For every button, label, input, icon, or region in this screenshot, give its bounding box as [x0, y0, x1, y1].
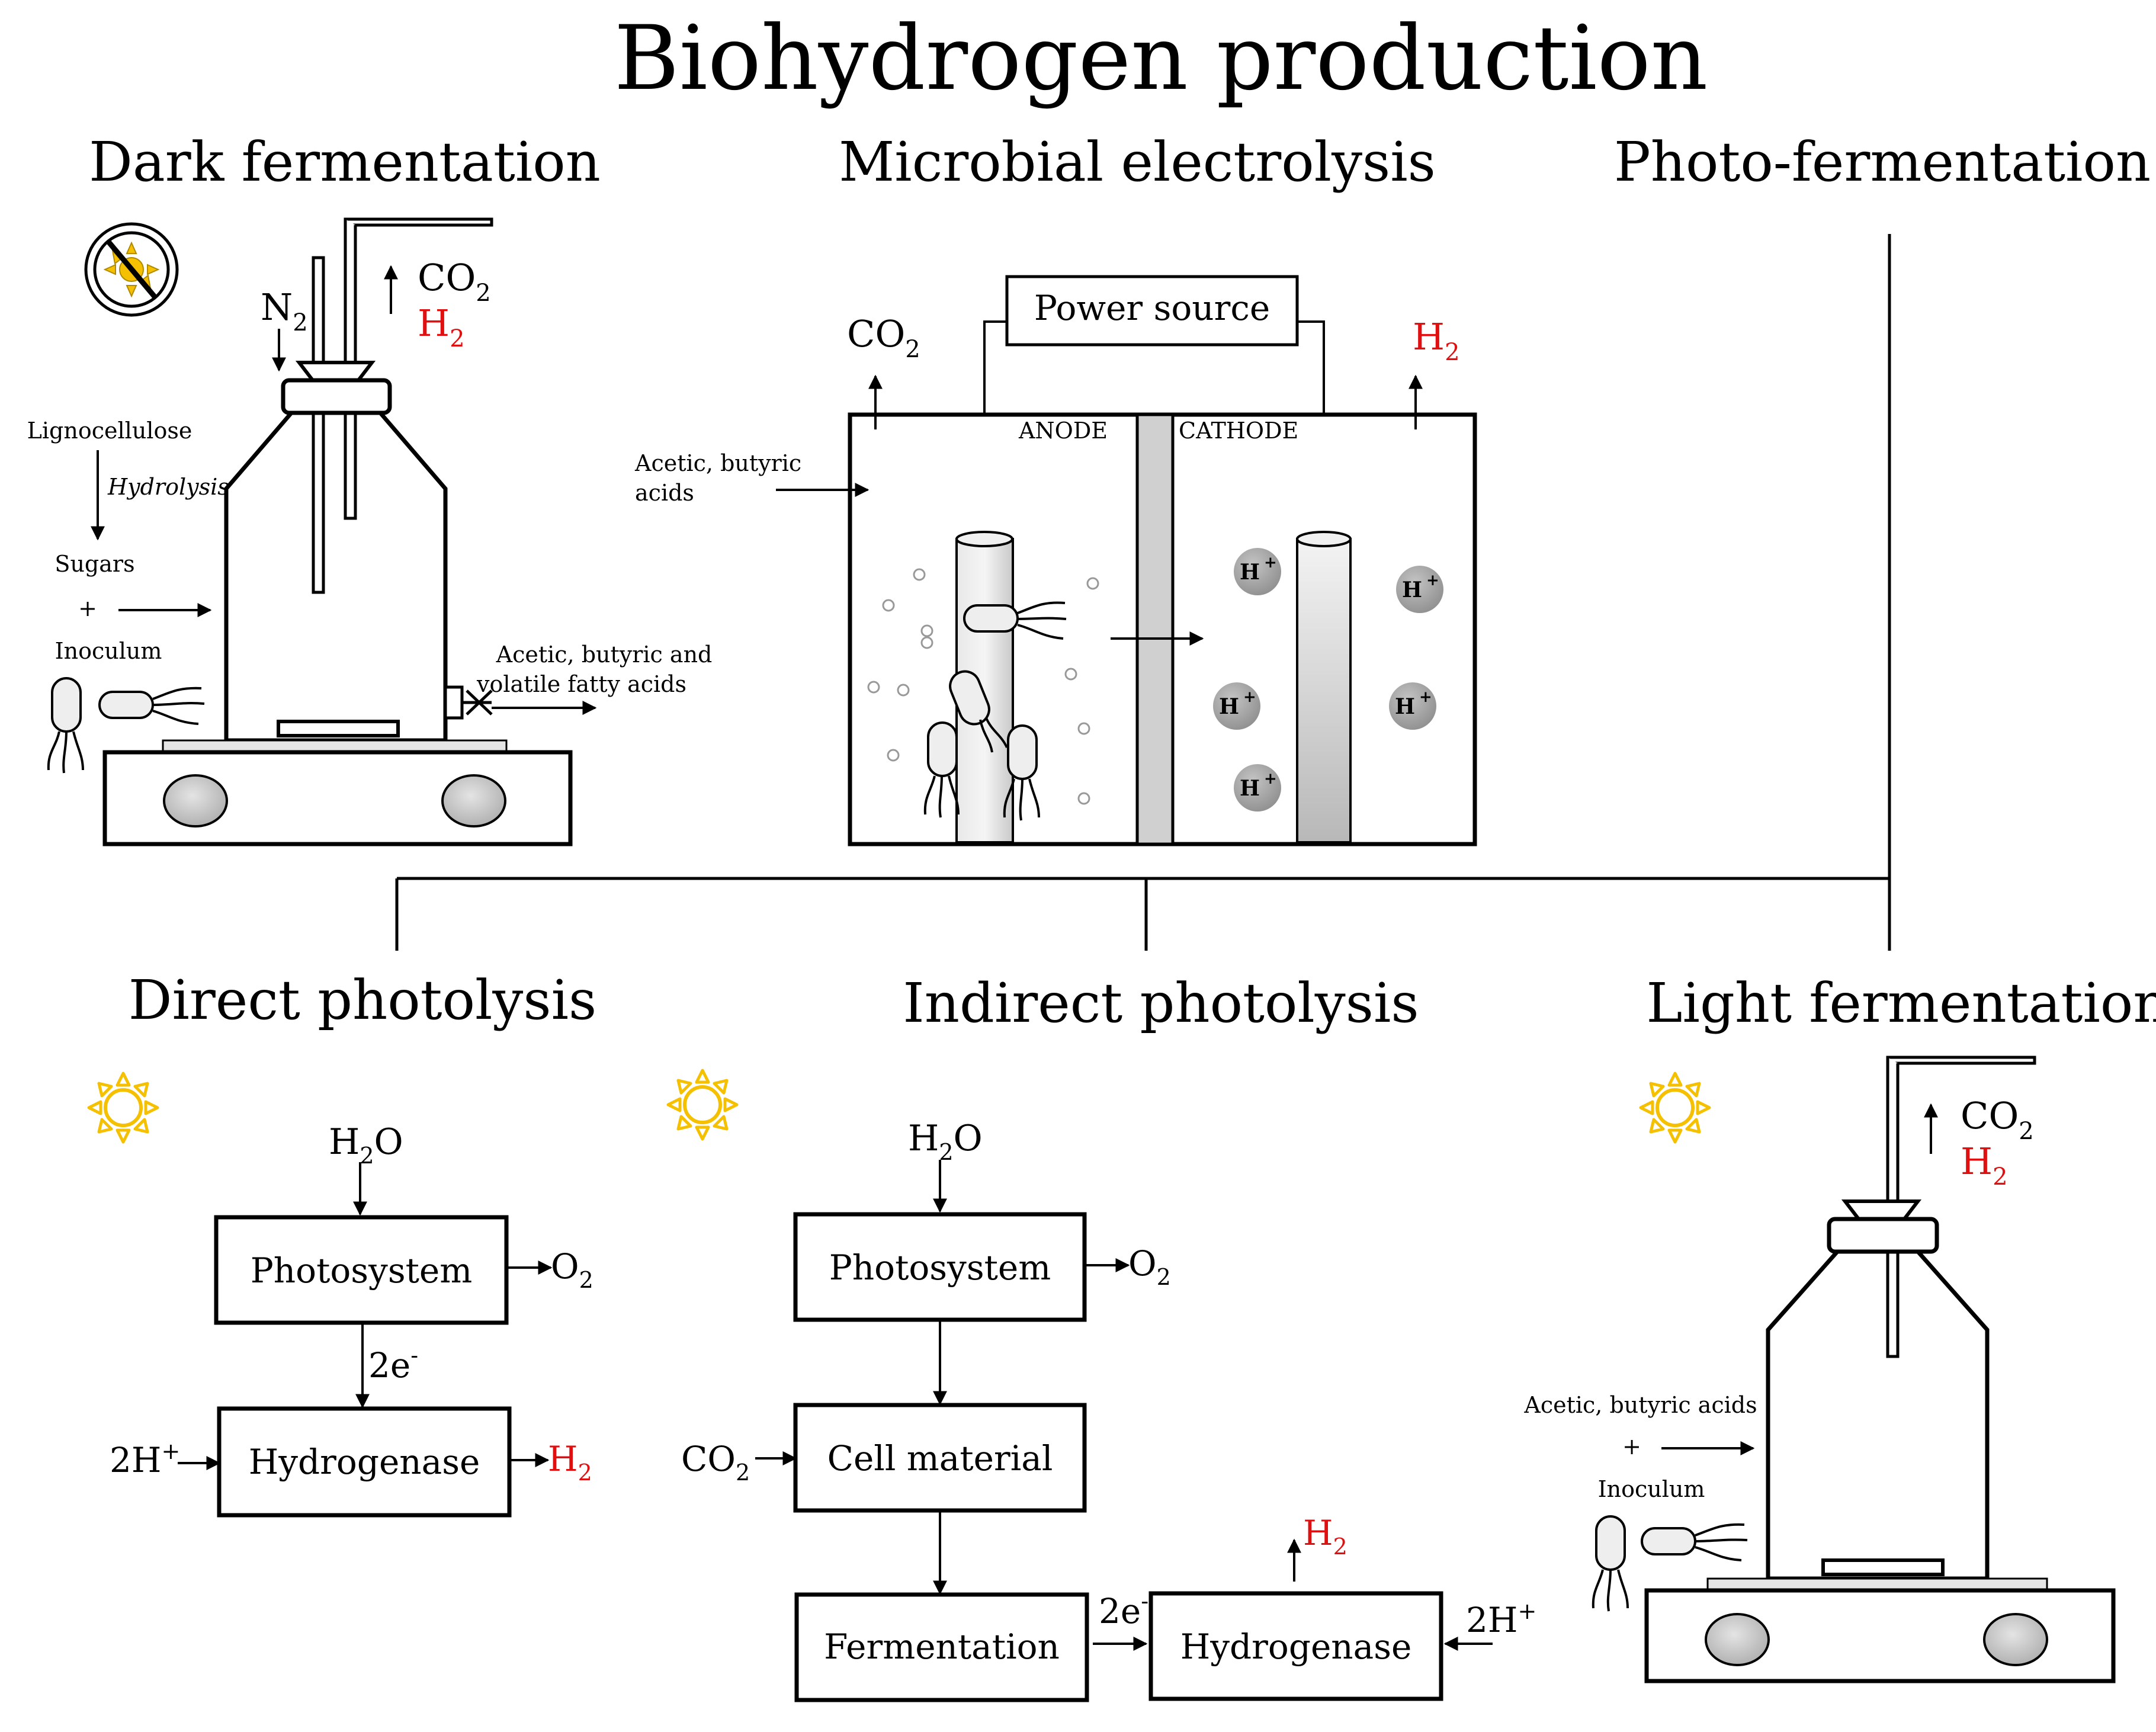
electrons-label: 2e- — [368, 1342, 418, 1385]
hydrogenase-label: Hydrogenase — [1180, 1627, 1412, 1667]
o2-label: O2 — [1128, 1243, 1171, 1290]
dark-fermentation-panel: N2 CO2 H2 Lignocellulose Hydrolysis Suga… — [27, 217, 713, 846]
hydrolysis-label: Hydrolysis — [107, 474, 229, 500]
microbial-electrolysis-panel: Power source ANODE CATHODE CO2 H2 Acetic… — [634, 275, 1477, 846]
sugars-label: Sugars — [54, 551, 134, 577]
photosystem-box — [793, 1212, 1087, 1322]
stirrer-knob — [163, 774, 228, 827]
co2-label: CO2 — [418, 256, 491, 307]
photosystem-box — [214, 1215, 509, 1325]
stirrer-knob — [1983, 1613, 2048, 1666]
heading-dark-fermentation: Dark fermentation — [89, 130, 601, 194]
cathode-electrode — [1296, 538, 1352, 843]
inoculum-label: Inoculum — [1598, 1476, 1705, 1502]
photosystem-label: Photosystem — [251, 1250, 472, 1291]
o2-label: O2 — [551, 1246, 593, 1293]
protons-label: 2H+ — [1466, 1598, 1536, 1640]
svg-text:+: + — [1243, 688, 1256, 706]
bacterium-icon — [1003, 724, 1040, 821]
bacterium-icon — [963, 601, 1067, 640]
gas-bubbles — [867, 568, 1099, 805]
fermentation-label: Fermentation — [824, 1627, 1060, 1667]
proton-icon: H+ — [1213, 682, 1260, 730]
svg-text:H: H — [1240, 776, 1260, 801]
power-source-label: Power source — [1034, 288, 1270, 328]
bottle-stopper — [1827, 1217, 1939, 1254]
mec-h2-label: H2 — [1413, 315, 1460, 366]
h2-label: H2 — [1961, 1140, 2008, 1191]
mec-input-label: Acetic, butyric — [634, 450, 801, 476]
water-label: H2O — [329, 1121, 403, 1169]
svg-text:H: H — [1240, 560, 1260, 585]
gas-inlet-tube — [312, 256, 325, 594]
sun-icon — [87, 1072, 159, 1144]
co2-input-label: CO2 — [681, 1439, 750, 1486]
plus-sign: + — [1622, 1433, 1641, 1460]
proton-icon: H+ — [1389, 682, 1436, 730]
bacterium-icon — [1641, 1523, 1748, 1561]
fermentation-bottle — [1766, 1250, 1990, 1581]
svg-text:+: + — [1264, 770, 1277, 788]
bottle-stopper — [281, 378, 392, 415]
heading-microbial-electrolysis: Microbial electrolysis — [839, 130, 1436, 194]
hydrogenase-box — [1148, 1591, 1443, 1701]
bacterium-icon — [949, 670, 1008, 753]
h2-product-label: H2 — [1303, 1513, 1348, 1560]
direct-photolysis-panel: H2O Photosystem O2 2e- Hydrogenase 2H+ H… — [110, 1121, 593, 1518]
lignocellulose-label: Lignocellulose — [27, 418, 192, 444]
diagram-title: Biohydrogen production — [614, 7, 1708, 110]
svg-text:H: H — [1219, 694, 1239, 719]
svg-text:+: + — [1419, 688, 1432, 706]
water-label: H2O — [908, 1118, 983, 1165]
hydrogenase-box — [217, 1406, 512, 1518]
photo-fermentation-connector — [395, 234, 1891, 951]
bacterium-icon — [98, 687, 205, 725]
drain-valve — [444, 685, 493, 720]
h2-label: H2 — [418, 302, 465, 352]
mec-input-label: acids — [635, 480, 694, 506]
cathode-label: CATHODE — [1179, 418, 1298, 444]
mec-co2-label: CO2 — [847, 312, 920, 363]
proton-icon: H+ — [1396, 566, 1443, 613]
n2-label: N2 — [261, 286, 308, 336]
heading-light-fermentation: Light fermentation — [1646, 971, 2156, 1035]
heading-indirect-photolysis: Indirect photolysis — [903, 971, 1419, 1035]
co2-label: CO2 — [1961, 1094, 2034, 1145]
stirrer-knob — [441, 774, 506, 827]
photosystem-label: Photosystem — [829, 1247, 1051, 1288]
light-fermentation-panel: CO2 H2 Acetic, butyric acids + Inoculum — [1523, 1056, 2116, 1683]
output-acids-label: Acetic, butyric and — [496, 642, 713, 668]
sun-icon — [668, 1070, 737, 1139]
stirrer-knob — [1705, 1613, 1770, 1666]
bacterium-icon — [923, 721, 960, 818]
anode-label: ANODE — [1018, 418, 1108, 444]
membrane — [1135, 413, 1175, 846]
svg-text:+: + — [1264, 554, 1277, 572]
fermentation-bottle — [224, 411, 448, 743]
svg-text:+: + — [1426, 572, 1439, 589]
inoculum-label: Inoculum — [55, 638, 162, 664]
svg-text:H: H — [1402, 578, 1422, 602]
proton-icon: H+ — [1234, 548, 1281, 595]
electrons-label: 2e- — [1099, 1588, 1148, 1631]
cell-material-label: Cell material — [827, 1438, 1053, 1478]
output-acids-label: volatile fatty acids — [476, 671, 686, 697]
heading-direct-photolysis: Direct photolysis — [129, 968, 597, 1032]
bacterium-icon — [47, 677, 84, 774]
protons-label: 2H+ — [110, 1438, 180, 1480]
h2-product-label: H2 — [548, 1439, 592, 1486]
bacterium-icon — [1592, 1515, 1629, 1612]
light-input-label: Acetic, butyric acids — [1523, 1392, 1757, 1418]
no-sun-icon — [84, 222, 179, 317]
hydrogenase-label: Hydrogenase — [249, 1442, 480, 1482]
proton-icon: H+ — [1234, 764, 1281, 812]
sun-icon — [1641, 1073, 1709, 1142]
fermentation-box — [794, 1592, 1089, 1702]
svg-text:H: H — [1395, 694, 1415, 719]
indirect-photolysis-panel: H2O Photosystem O2 Cell material CO2 Fer… — [681, 1118, 1536, 1702]
plus-sign: + — [78, 595, 97, 621]
heading-photo-fermentation: Photo-fermentation — [1614, 130, 2151, 194]
power-source-box — [1005, 275, 1299, 347]
